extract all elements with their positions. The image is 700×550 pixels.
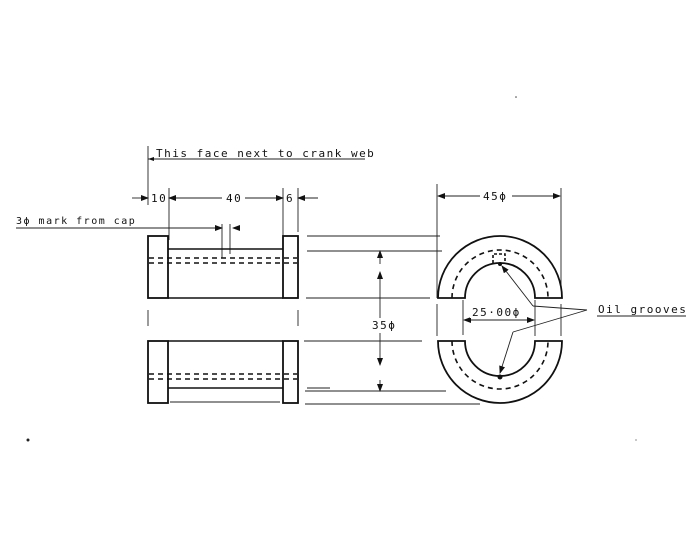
outer-diameter-dimension: 45ϕ bbox=[436, 184, 562, 298]
side-view-top-half bbox=[147, 235, 299, 299]
oil-grooves-label: Oil grooves bbox=[598, 303, 687, 316]
dim-bore-diameter: 25·00ϕ bbox=[472, 306, 521, 319]
dim-outer-diameter: 45ϕ bbox=[483, 190, 507, 203]
length-dimensions: 10 40 6 bbox=[132, 188, 318, 240]
dim-flange-right: 6 bbox=[286, 192, 294, 205]
dim-height-diameter: 35ϕ bbox=[372, 319, 396, 332]
face-note: This face next to crank web bbox=[147, 146, 375, 205]
end-view-bottom-half bbox=[437, 340, 563, 404]
height-dimension: 35ϕ bbox=[304, 235, 480, 405]
side-view-bottom-half bbox=[147, 340, 299, 404]
scan-speck bbox=[635, 439, 637, 441]
dim-flange-left: 10 bbox=[151, 192, 167, 205]
scan-speck bbox=[26, 438, 30, 442]
bore-diameter-dimension: 25·00ϕ bbox=[436, 300, 562, 336]
oil-grooves-callout: Oil grooves bbox=[499, 265, 687, 374]
dim-body-length: 40 bbox=[226, 192, 242, 205]
end-view-top-half bbox=[437, 235, 563, 299]
scan-speck bbox=[515, 96, 517, 98]
face-note-text: This face next to crank web bbox=[156, 147, 375, 160]
mark-note: 3ϕ mark from cap bbox=[16, 216, 240, 258]
mark-note-text: 3ϕ mark from cap bbox=[16, 216, 136, 227]
